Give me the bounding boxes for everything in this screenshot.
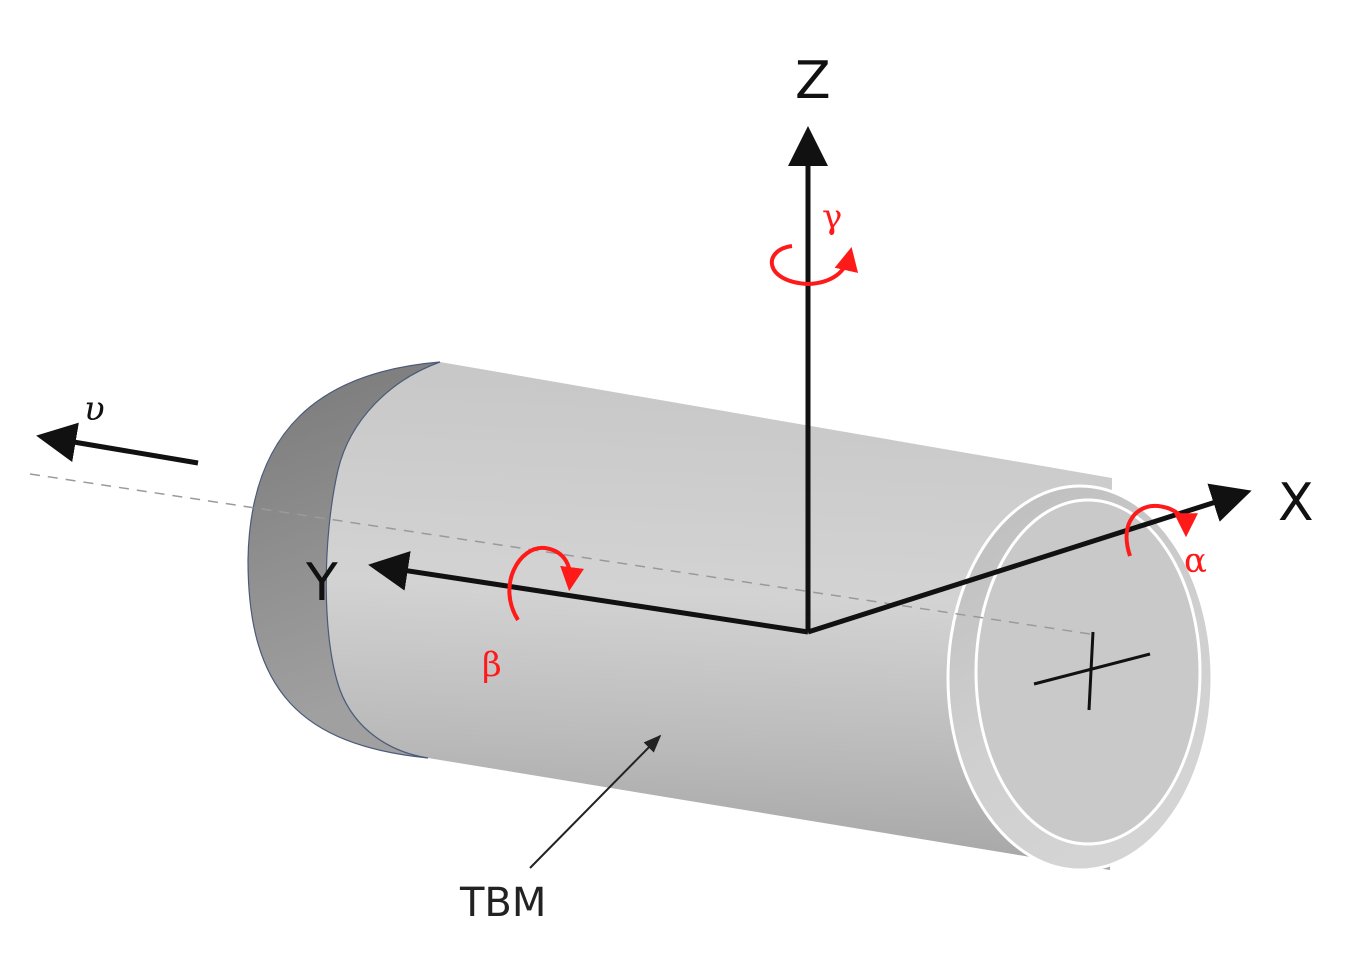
- axes: [368, 126, 1252, 635]
- x-axis-line: [807, 483, 1252, 635]
- z-axis-label: Z: [795, 51, 831, 111]
- beta-label: β: [482, 645, 502, 685]
- y-axis-line: [368, 551, 809, 635]
- tbm-callout-label: TBM: [459, 880, 546, 926]
- x-axis-label: X: [1278, 473, 1314, 533]
- velocity-arrow: [36, 422, 199, 466]
- tbm-front-cap: [247, 361, 441, 759]
- gamma-label: γ: [822, 197, 842, 237]
- beta-rotation-arrow: [507, 545, 584, 622]
- tbm-shell: [248, 362, 1112, 870]
- tbm-callout-line: [529, 734, 662, 869]
- y-axis-label: Y: [305, 553, 338, 613]
- center-cross-mark: [1033, 631, 1151, 711]
- tbm-rear-rim-inner: [974, 498, 1202, 846]
- velocity-label: υ: [84, 389, 105, 429]
- alpha-label: α: [1184, 541, 1207, 581]
- tbm-rear-rim-outer: [946, 484, 1214, 872]
- rotation-arrows: [507, 244, 1198, 622]
- gamma-rotation-arrow: [769, 244, 859, 287]
- tbm-body: [247, 361, 1214, 872]
- alpha-rotation-arrow: [1124, 503, 1198, 557]
